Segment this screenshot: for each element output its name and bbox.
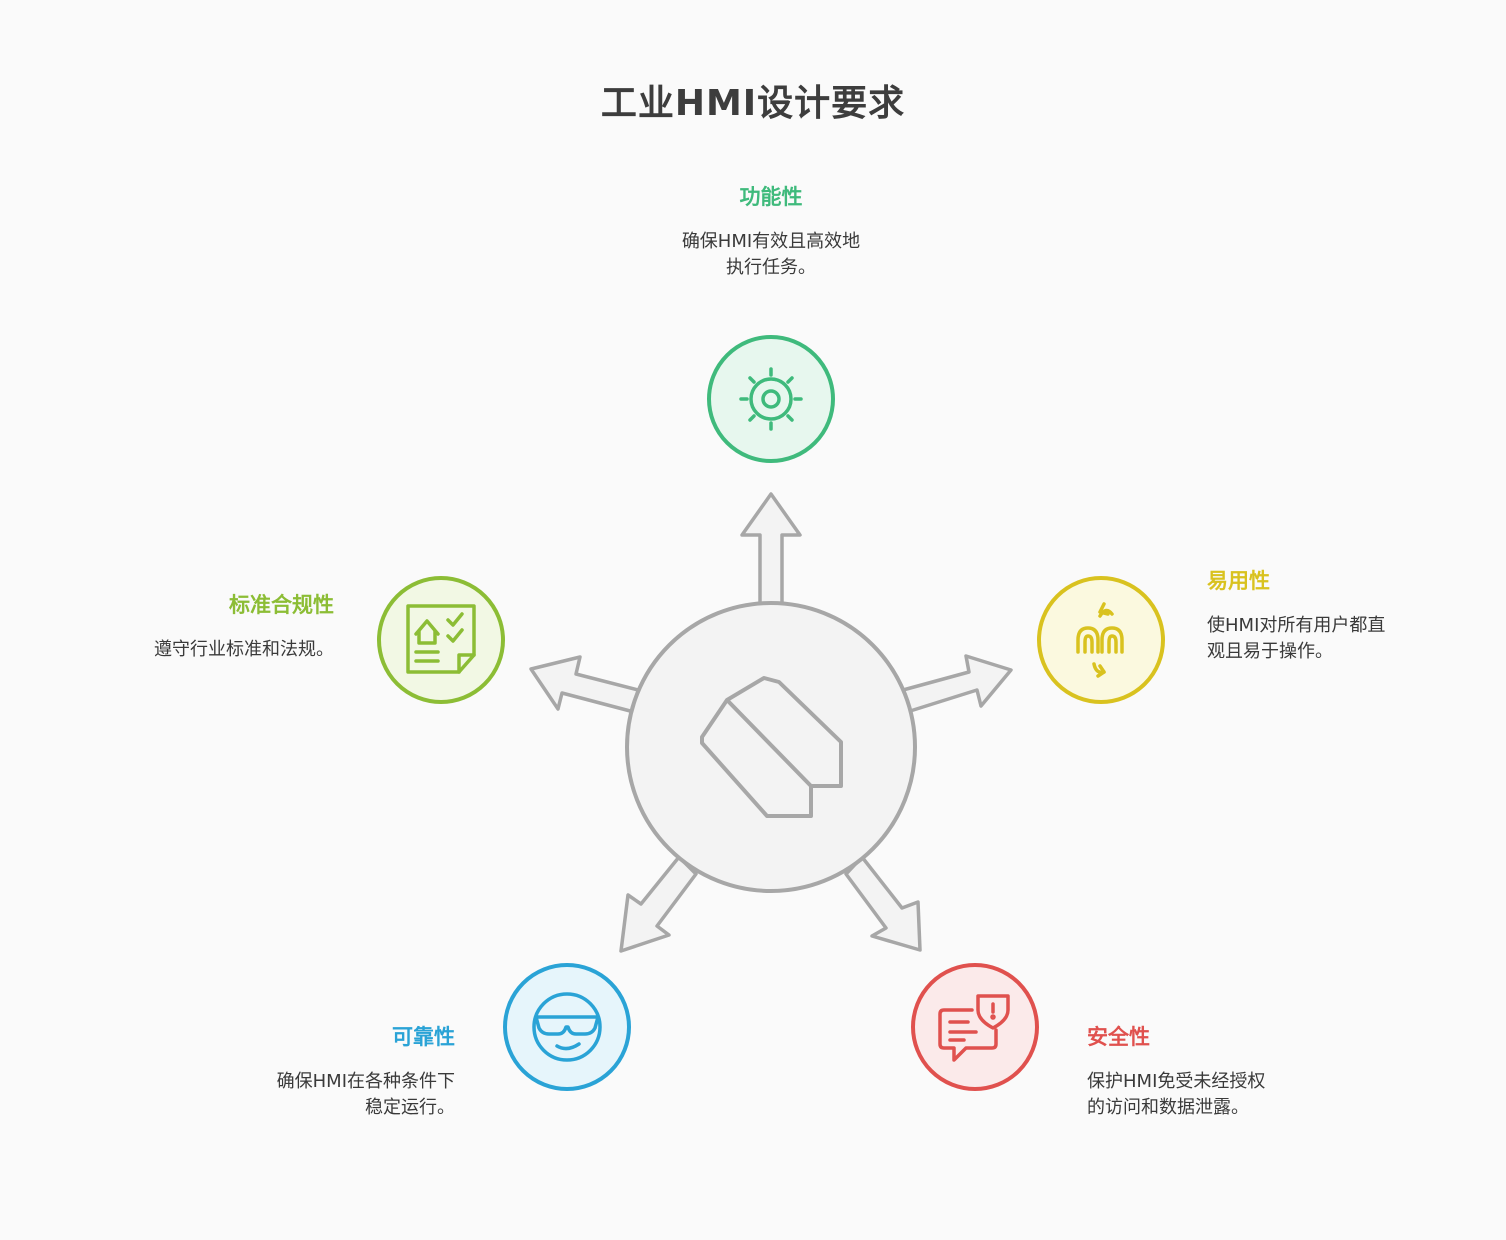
icon-functionality [707,335,835,463]
hub-arrows [529,492,1013,953]
security-description-line: 保护HMI免受未经授权 [1087,1071,1266,1092]
arrow-left [529,655,640,714]
arrow-down-left [619,855,698,953]
functionality-label: 功能性 [739,185,803,209]
usability-label: 易用性 [1207,569,1270,593]
security-description-line: 的访问和数据泄露。 [1087,1097,1249,1118]
compliance-description-line: 遵守行业标准和法规。 [154,639,334,660]
icon-security [911,963,1039,1091]
arrow-right [901,654,1013,714]
usability-description-line: 观且易于操作。 [1207,641,1333,662]
compliance-label: 标准合规性 [229,593,334,617]
security-label: 安全性 [1087,1025,1150,1049]
icon-reliability [503,963,631,1091]
reliability-label: 可靠性 [392,1025,455,1049]
reliability-description-line: 稳定运行。 [365,1097,455,1118]
usability-description-line: 使HMI对所有用户都直 [1207,615,1386,636]
secure-chat-icon [938,994,1010,1062]
arrow-down-right [844,855,922,952]
diagram-title: 工业HMI设计要求 [600,83,906,124]
compliance-checklist-icon [406,604,476,674]
compliance-description: 遵守行业标准和法规。 [34,637,334,663]
functionality-description: 确保HMI有效且高效地 执行任务。 [621,229,921,281]
arrow-up [740,492,802,607]
octagon-slash-icon [700,676,843,818]
usability-description: 使HMI对所有用户都直 观且易于操作。 [1207,613,1385,665]
smiling-face-sunglasses-icon [532,992,602,1062]
reliability-description: 确保HMI在各种条件下 稳定运行。 [155,1069,455,1121]
touch-gesture-icon [1076,602,1124,678]
icon-usability [1037,576,1165,704]
reliability-description-line: 确保HMI在各种条件下 [276,1071,455,1092]
functionality-description-line: 执行任务。 [726,257,816,278]
functionality-description-line: 确保HMI有效且高效地 [681,231,861,252]
icon-compliance [377,576,505,704]
security-description: 保护HMI免受未经授权 的访问和数据泄露。 [1087,1069,1265,1121]
gear-icon [739,367,803,431]
